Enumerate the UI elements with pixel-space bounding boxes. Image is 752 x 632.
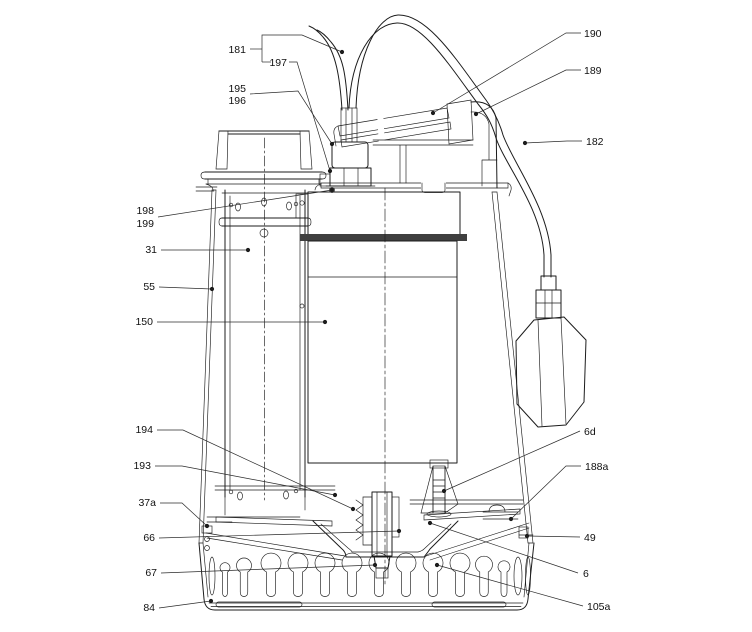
suction-bell bbox=[312, 520, 459, 558]
strainer-keyhole-slots bbox=[208, 552, 531, 597]
part-label-49: 49 bbox=[524, 532, 596, 544]
part-label-198: 198 bbox=[136, 187, 335, 218]
part-number-182: 182 bbox=[586, 136, 604, 148]
part-label-197: 197 bbox=[269, 57, 333, 174]
part-label-196: 196 bbox=[228, 95, 246, 107]
part-label-188a: 188a bbox=[508, 461, 609, 522]
part-number-6: 6 bbox=[583, 568, 589, 580]
part-number-194: 194 bbox=[135, 424, 153, 436]
shaft-seal bbox=[355, 491, 400, 579]
part-number-49: 49 bbox=[584, 532, 596, 544]
part-label-31: 31 bbox=[145, 244, 251, 256]
part-number-67: 67 bbox=[145, 567, 157, 579]
part-number-31: 31 bbox=[145, 244, 157, 256]
motor-housing bbox=[295, 187, 467, 586]
foot-pad-right bbox=[431, 601, 507, 608]
handle-bracket bbox=[470, 101, 498, 189]
part-number-198: 198 bbox=[136, 205, 154, 217]
part-label-84: 84 bbox=[143, 598, 214, 614]
part-number-195: 195 bbox=[228, 83, 246, 95]
part-label-37a: 37a bbox=[138, 497, 210, 529]
pump-head bbox=[201, 485, 534, 551]
cable-gland bbox=[319, 107, 376, 193]
part-label-67: 67 bbox=[145, 562, 378, 579]
part-number-189: 189 bbox=[584, 65, 602, 77]
part-number-196: 196 bbox=[228, 95, 246, 107]
part-number-199: 199 bbox=[136, 218, 154, 230]
discharge-column bbox=[206, 189, 312, 523]
part-number-190: 190 bbox=[584, 28, 602, 40]
handle-right-block bbox=[446, 99, 474, 145]
part-label-194: 194 bbox=[135, 424, 356, 512]
motor-flange bbox=[300, 234, 467, 241]
part-label-189: 189 bbox=[473, 65, 602, 117]
clamp-bolt bbox=[420, 459, 459, 518]
part-number-181: 181 bbox=[228, 44, 246, 56]
clamp-49 bbox=[518, 526, 529, 539]
part-number-193: 193 bbox=[133, 460, 151, 472]
power-cable bbox=[308, 14, 552, 278]
inlet-plates bbox=[205, 508, 530, 561]
part-number-66: 66 bbox=[143, 532, 155, 544]
part-label-105a: 105a bbox=[434, 562, 611, 613]
strainer-base bbox=[198, 542, 535, 611]
top-cover-plate bbox=[320, 182, 512, 197]
part-label-190: 190 bbox=[430, 28, 602, 116]
discharge-port bbox=[200, 130, 327, 501]
part-label-195: 195 bbox=[228, 83, 335, 147]
handle bbox=[333, 99, 498, 189]
part-label-150: 150 bbox=[135, 316, 328, 328]
part-number-188a: 188a bbox=[585, 461, 609, 473]
part-number-37a: 37a bbox=[138, 497, 156, 509]
part-number-6d: 6d bbox=[584, 426, 596, 438]
part-label-55: 55 bbox=[143, 281, 215, 293]
part-number-105a: 105a bbox=[587, 601, 611, 613]
part-number-150: 150 bbox=[135, 316, 153, 328]
part-label-66: 66 bbox=[143, 528, 402, 544]
float-body bbox=[515, 316, 587, 428]
part-number-197: 197 bbox=[269, 57, 287, 69]
foot-pad-left bbox=[215, 601, 303, 608]
part-label-193: 193 bbox=[133, 460, 338, 498]
part-label-6: 6 bbox=[427, 520, 589, 580]
part-label-199: 199 bbox=[136, 218, 154, 230]
part-number-84: 84 bbox=[143, 602, 155, 614]
float-switch bbox=[515, 275, 587, 428]
part-label-182: 182 bbox=[522, 136, 604, 148]
part-number-55: 55 bbox=[143, 281, 155, 293]
cut-cable-end bbox=[308, 25, 343, 111]
part-label-6d: 6d bbox=[441, 426, 596, 494]
part-label-181: 181 bbox=[228, 34, 345, 63]
